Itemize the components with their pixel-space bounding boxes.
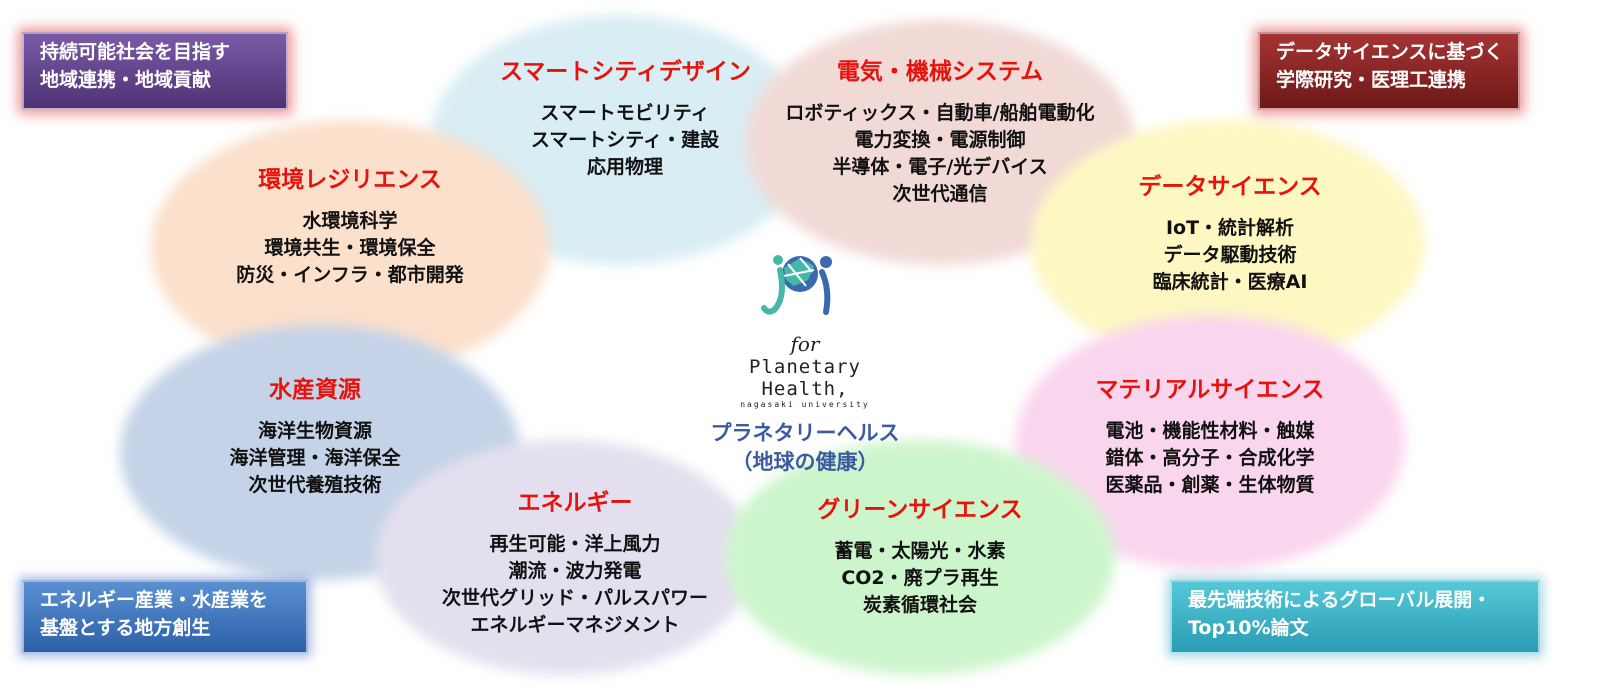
bubble-energy: エネルギー 再生可能・洋上風力 潮流・波力発電 次世代グリッド・パルスパワー エ… bbox=[435, 483, 715, 639]
logo-for-text: for bbox=[790, 332, 820, 356]
corner-line: エネルギー産業・水産業を bbox=[40, 589, 269, 611]
corner-box-bottom-left: エネルギー産業・水産業を 基盤とする地方創生 bbox=[22, 580, 308, 654]
corner-line: Top10%論文 bbox=[1188, 617, 1309, 639]
bubble-item: 臨床統計・医療AI bbox=[1152, 271, 1308, 293]
center-logo-group: for Planetary Health, nagasaki universit… bbox=[700, 250, 910, 477]
bubble-item: 潮流・波力発電 bbox=[508, 560, 642, 582]
bubble-item: 防災・インフラ・都市開発 bbox=[236, 264, 464, 286]
logo-title: Planetary Health, bbox=[749, 356, 861, 400]
bubble-electric: 電気・機械システム ロボティックス・自動車/船舶電動化 電力変換・電源制御 半導… bbox=[770, 52, 1110, 208]
bubble-item: データ駆動技術 bbox=[1163, 244, 1297, 266]
corner-line: 最先端技術によるグローバル展開・ bbox=[1188, 589, 1492, 611]
bubble-fisheries: 水産資源 海洋生物資源 海洋管理・海洋保全 次世代養殖技術 bbox=[195, 370, 435, 499]
corner-line: 基盤とする地方創生 bbox=[40, 617, 211, 639]
corner-line: データサイエンスに基づく bbox=[1276, 41, 1504, 63]
bubble-material: マテリアルサイエンス 電池・機能性材料・触媒 錯体・高分子・合成化学 医薬品・創… bbox=[1080, 370, 1340, 499]
corner-line: 持続可能社会を目指す bbox=[40, 41, 231, 63]
center-caption-line1: プラネタリーヘルス bbox=[710, 421, 900, 445]
bubble-item: 環境共生・環境保全 bbox=[264, 237, 436, 259]
bubble-item: 再生可能・洋上風力 bbox=[489, 533, 661, 555]
bubble-item: 次世代養殖技術 bbox=[248, 474, 382, 496]
logo-subtitle: nagasaki university bbox=[740, 400, 870, 409]
bubble-title: 水産資源 bbox=[269, 377, 361, 403]
bubble-item: 海洋生物資源 bbox=[257, 420, 372, 442]
bubble-item: CO2・廃プラ再生 bbox=[841, 567, 999, 589]
bubble-item: 次世代グリッド・パルスパワー bbox=[441, 587, 708, 609]
planetary-health-logo-icon bbox=[761, 255, 832, 315]
bubble-title: エネルギー bbox=[517, 490, 633, 516]
bubble-item: 水環境科学 bbox=[302, 210, 398, 232]
bubble-item: 海洋管理・海洋保全 bbox=[229, 447, 401, 469]
ellipse-green bbox=[725, 440, 1115, 675]
bubble-green: グリーンサイエンス 蓄電・太陽光・水素 CO2・廃プラ再生 炭素循環社会 bbox=[800, 490, 1040, 619]
corner-box-top-left: 持続可能社会を目指す 地域連携・地域貢献 bbox=[22, 32, 288, 110]
bubble-item: IoT・統計解析 bbox=[1165, 217, 1295, 239]
bubble-item: 応用物理 bbox=[586, 156, 663, 178]
bubble-item: 炭素循環社会 bbox=[862, 594, 977, 616]
bubble-title: グリーンサイエンス bbox=[817, 497, 1023, 523]
bubble-item: 電力変換・電源制御 bbox=[854, 129, 1026, 151]
bubble-item: スマートシティ・建設 bbox=[530, 129, 720, 151]
corner-line: 学際研究・医理工連携 bbox=[1276, 69, 1467, 91]
bubble-environment: 環境レジリエンス 水環境科学 環境共生・環境保全 防災・インフラ・都市開発 bbox=[225, 160, 475, 289]
bubble-item: 蓄電・太陽光・水素 bbox=[834, 540, 1006, 562]
corner-box-top-right: データサイエンスに基づく 学際研究・医理工連携 bbox=[1258, 32, 1520, 110]
bubble-item: 次世代通信 bbox=[892, 183, 988, 205]
corner-box-bottom-right: 最先端技術によるグローバル展開・ Top10%論文 bbox=[1170, 580, 1540, 654]
bubble-item: エネルギーマネジメント bbox=[470, 614, 680, 636]
bubble-title: 環境レジリエンス bbox=[258, 167, 442, 193]
center-caption-line2: （地球の健康） bbox=[731, 450, 879, 474]
bubble-data-science: データサイエンス IoT・統計解析 データ駆動技術 臨床統計・医療AI bbox=[1110, 167, 1350, 296]
bubble-item: 電池・機能性材料・触媒 bbox=[1105, 420, 1315, 442]
bubble-title: スマートシティデザイン bbox=[500, 59, 751, 85]
bubble-item: 錯体・高分子・合成化学 bbox=[1105, 447, 1315, 469]
bubble-item: 医薬品・創薬・生体物質 bbox=[1105, 474, 1315, 496]
bubble-title: 電気・機械システム bbox=[836, 59, 1044, 85]
bubble-item: 半導体・電子/光デバイス bbox=[832, 156, 1048, 178]
bubble-smart-city: スマートシティデザイン スマートモビリティ スマートシティ・建設 応用物理 bbox=[500, 52, 751, 181]
bubble-item: スマートモビリティ bbox=[540, 102, 710, 124]
bubble-title: マテリアルサイエンス bbox=[1095, 377, 1325, 403]
corner-line: 地域連携・地域貢献 bbox=[40, 69, 212, 91]
bubble-item: ロボティックス・自動車/船舶電動化 bbox=[785, 102, 1095, 124]
bubble-title: データサイエンス bbox=[1138, 174, 1322, 200]
ellipse-energy bbox=[375, 440, 755, 675]
